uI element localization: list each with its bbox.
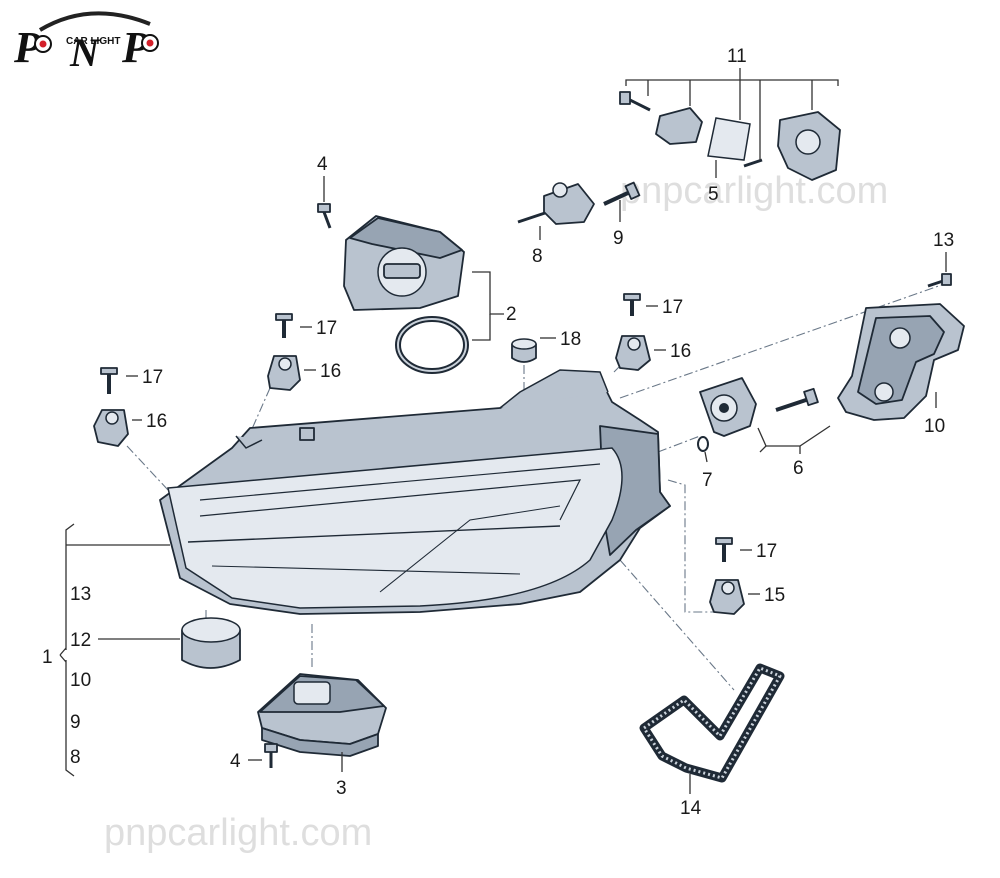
callout-1: 1 bbox=[42, 647, 53, 668]
callout-16-center: 16 bbox=[320, 361, 341, 382]
callout-11: 11 bbox=[727, 46, 747, 67]
callout-17-center: 17 bbox=[316, 318, 337, 339]
callout-17-right: 17 bbox=[662, 297, 683, 318]
callout-13: 13 bbox=[933, 230, 954, 251]
bracket-16-left bbox=[93, 409, 129, 447]
screw-17-lower bbox=[715, 537, 733, 562]
bracket-15 bbox=[709, 579, 745, 615]
callout-4-bottom: 4 bbox=[230, 751, 241, 772]
assembly-item-13: 13 bbox=[70, 584, 91, 605]
leader-lines bbox=[59, 68, 947, 794]
ballast-module-2 bbox=[343, 215, 465, 311]
callout-7: 7 bbox=[702, 470, 713, 491]
callout-6: 6 bbox=[793, 458, 804, 479]
adjuster-screw-6 bbox=[775, 387, 819, 412]
svg-text:N: N bbox=[69, 30, 101, 75]
callout-2: 2 bbox=[506, 304, 517, 325]
watermark-bottom: pnpcarlight.com bbox=[104, 812, 372, 854]
rear-cover-10 bbox=[837, 303, 965, 421]
o-ring-7 bbox=[697, 436, 709, 452]
headlight-housing bbox=[159, 369, 671, 615]
callout-labels: 11 5 4 8 9 13 2 17 17 17 17 16 16 16 15 … bbox=[42, 46, 954, 819]
bracket-assembly-11 bbox=[619, 91, 841, 181]
assembly-item-8: 8 bbox=[70, 747, 81, 768]
callout-14: 14 bbox=[680, 798, 702, 819]
assembly-item-10: 10 bbox=[70, 670, 91, 691]
screw-17-left bbox=[100, 367, 118, 394]
screw-13 bbox=[927, 273, 952, 288]
callout-8: 8 bbox=[532, 246, 543, 267]
callout-9: 9 bbox=[613, 228, 624, 249]
callout-4-top: 4 bbox=[317, 154, 328, 175]
ballast-module-3 bbox=[257, 673, 387, 757]
assembly-item-9: 9 bbox=[70, 712, 81, 733]
bracket-16-right bbox=[615, 335, 651, 371]
screw-4-top bbox=[317, 203, 332, 229]
seal-ring-2 bbox=[395, 316, 469, 374]
cap-12 bbox=[181, 617, 241, 669]
callout-5: 5 bbox=[708, 184, 719, 205]
callout-15: 15 bbox=[764, 585, 785, 606]
plug-18 bbox=[511, 338, 537, 363]
screw-17-right bbox=[623, 293, 641, 316]
bracket-16-center bbox=[267, 355, 301, 391]
brand-logo: P N P CAR LIGHT bbox=[13, 11, 159, 75]
callout-17-left: 17 bbox=[142, 367, 163, 388]
callout-16-right: 16 bbox=[670, 341, 691, 362]
adjuster-motor-6 bbox=[699, 377, 757, 437]
actuator-pin-8 bbox=[517, 182, 595, 225]
callout-16-left: 16 bbox=[146, 411, 167, 432]
screw-17-center bbox=[275, 313, 293, 338]
logo-text: CAR LIGHT bbox=[66, 36, 120, 47]
screw-9 bbox=[603, 181, 641, 206]
gasket-14 bbox=[639, 663, 785, 783]
screw-4-bottom bbox=[264, 743, 278, 768]
callout-10: 10 bbox=[924, 416, 945, 437]
callout-3: 3 bbox=[336, 778, 347, 799]
callout-17-lower: 17 bbox=[756, 541, 777, 562]
callout-18: 18 bbox=[560, 329, 581, 350]
assembly-item-12: 12 bbox=[70, 630, 91, 651]
watermark-top: pnpcarlight.com bbox=[620, 170, 888, 212]
